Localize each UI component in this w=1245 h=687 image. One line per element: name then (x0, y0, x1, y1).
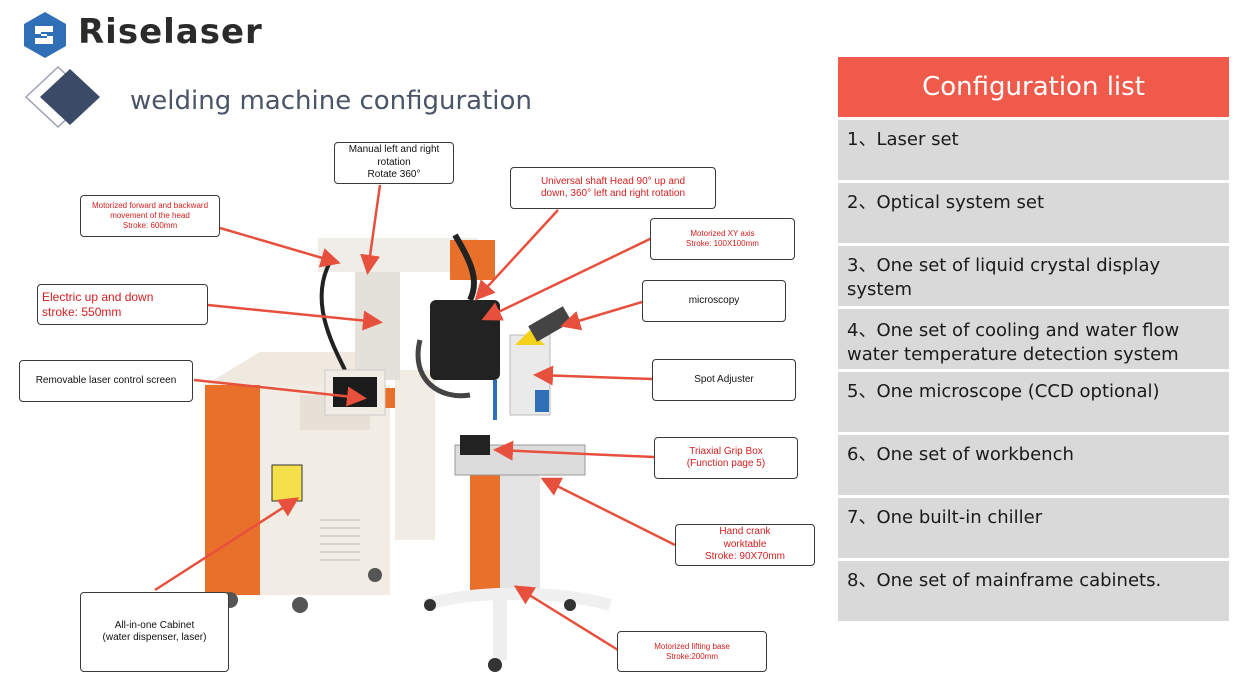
callout-arrows (154, 184, 676, 652)
callout-manual-rotation: Manual left and right rotation Rotate 36… (334, 142, 454, 184)
worktable-stand (423, 435, 612, 672)
callout-motorized-forward-backward: Motorized forward and backward movement … (80, 195, 220, 237)
callout-all-in-one-cabinet: All-in-one Cabinet (water dispenser, las… (80, 592, 229, 672)
callout-spot-adjuster: Spot Adjuster (652, 359, 796, 401)
machine-illustration (154, 184, 676, 672)
config-item-2: 2、Optical system set (838, 183, 1229, 243)
page-title: welding machine configuration (130, 86, 532, 116)
config-item-8: 8、One set of mainframe cabinets. (838, 561, 1229, 621)
cabinet-body (205, 352, 435, 613)
diamond-decoration-icon (24, 65, 100, 129)
welding-head (415, 233, 572, 420)
callout-universal-shaft-head: Universal shaft Head 90° up and down, 36… (510, 167, 716, 209)
callout-microscopy: microscopy (642, 280, 786, 322)
config-item-4: 4、One set of cooling and water flow wate… (838, 309, 1229, 369)
config-item-7: 7、One built-in chiller (838, 498, 1229, 558)
config-item-5: 5、One microscope (CCD optional) (838, 372, 1229, 432)
riselaser-logo-icon (24, 12, 66, 58)
config-item-6: 6、One set of workbench (838, 435, 1229, 495)
config-item-1: 1、Laser set (838, 120, 1229, 180)
callout-hand-crank-worktable: Hand crank worktable Stroke: 90X70mm (675, 524, 815, 566)
callout-motorized-lifting-base: Motorized lifting base Stroke:200mm (617, 631, 767, 672)
callout-removable-screen: Removable laser control screen (19, 360, 193, 402)
configuration-list: 1、Laser set 2、Optical system set 3、One s… (838, 120, 1229, 624)
config-item-3: 3、One set of liquid crystal display syst… (838, 246, 1229, 306)
callout-motorized-xy-axis: Motorized XY axis Stroke: 100X100mm (650, 218, 795, 260)
callout-triaxial-grip-box: Triaxial Grip Box (Function page 5) (654, 437, 798, 479)
configuration-list-title: Configuration list (838, 57, 1229, 117)
callout-electric-up-down: Electric up and down stroke: 550mm (37, 284, 208, 325)
column-arm (318, 238, 495, 380)
brand-name: Riselaser (78, 12, 263, 52)
control-screen (324, 369, 386, 416)
